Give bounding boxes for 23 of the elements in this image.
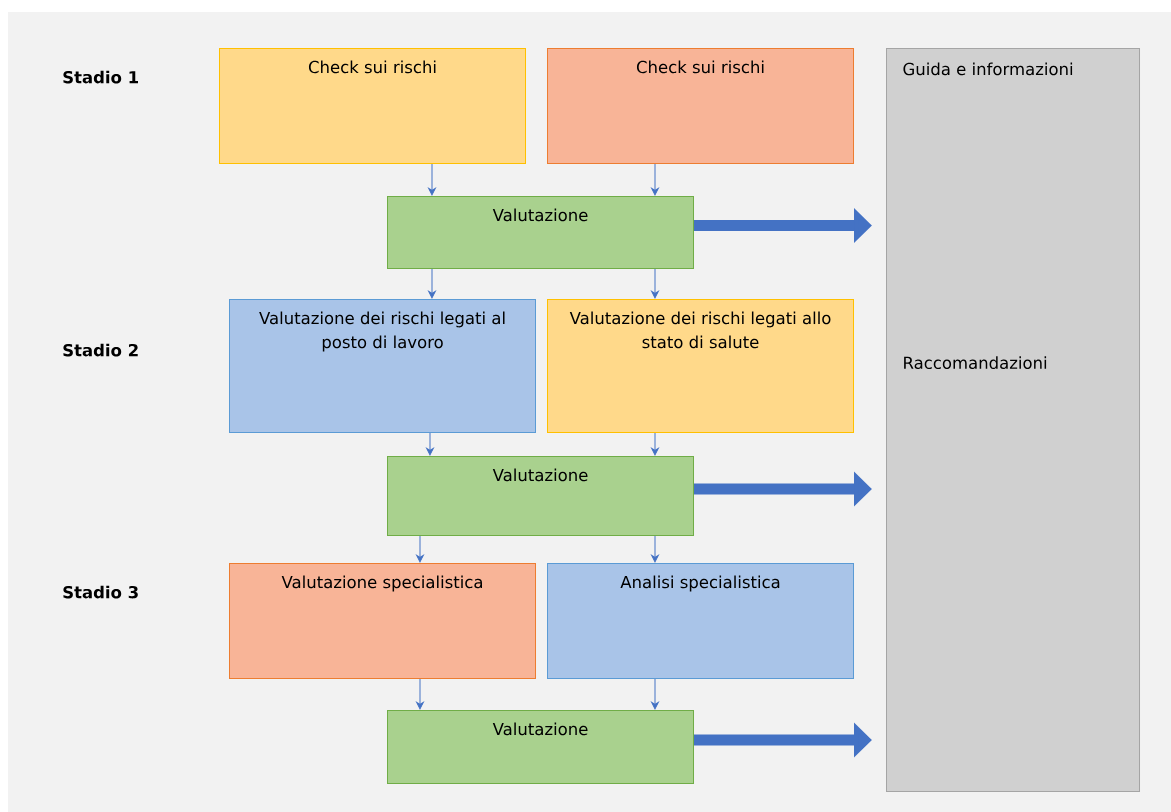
side-panel: Guida e informazioni Raccomandazioni <box>886 48 1140 792</box>
stage-label: Stadio 2 <box>63 343 138 357</box>
evaluation-box: Valutazione <box>387 456 694 536</box>
arrow <box>428 163 436 196</box>
process-box: Check sui rischi <box>219 48 526 164</box>
arrow <box>428 268 436 299</box>
arrow <box>651 432 659 456</box>
stage-label: Stadio 1 <box>63 70 138 84</box>
stage-label: Stadio 3 <box>63 585 138 599</box>
arrow <box>416 678 424 710</box>
process-box: Valutazione specialistica <box>229 563 536 679</box>
evaluation-box: Valutazione <box>387 196 694 269</box>
arrow <box>651 268 659 299</box>
evaluation-box: Valutazione <box>387 710 694 784</box>
process-box: Analisi specialistica <box>547 563 854 679</box>
process-box: Valutazione dei rischi legati allo stato di salute <box>547 299 854 433</box>
arrow <box>651 163 659 196</box>
arrow <box>426 432 434 456</box>
arrow <box>416 535 424 563</box>
arrow <box>651 535 659 563</box>
arrow <box>651 678 659 710</box>
process-box: Valutazione dei rischi legati al posto di lavoro <box>229 299 536 433</box>
process-box: Check sui rischi <box>547 48 854 164</box>
